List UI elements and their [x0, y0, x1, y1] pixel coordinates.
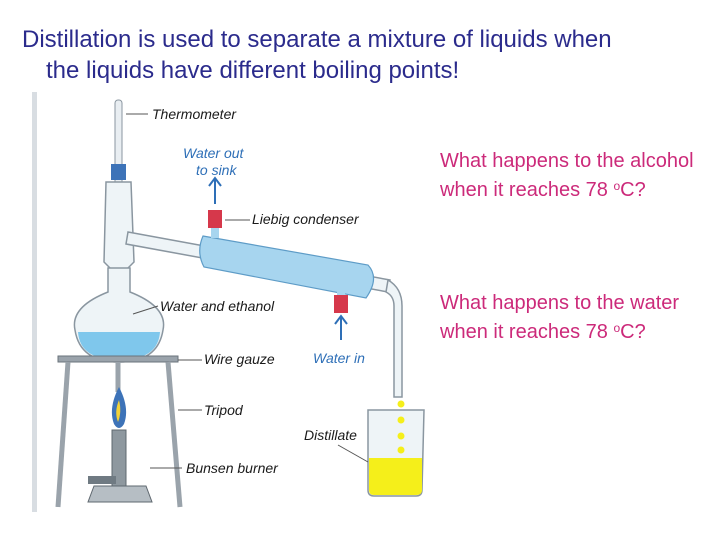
slide-title: Distillation is used to separate a mixtu…: [22, 24, 712, 86]
label-wire-gauze: Wire gauze: [204, 351, 275, 367]
degree-symbol: o: [613, 179, 621, 193]
title-line-1: Distillation is used to separate a mixtu…: [22, 26, 612, 53]
question-water: What happens to the water when it reache…: [440, 289, 710, 349]
label-bunsen-burner: Bunsen burner: [186, 460, 279, 476]
question-alcohol-text: What happens to the alcohol when it reac…: [440, 150, 694, 201]
tripod: [55, 361, 183, 508]
leader-lines: [126, 113, 369, 469]
stand-rod: [32, 92, 37, 512]
water-out-arrow: [208, 176, 222, 204]
question-water-end: C?: [620, 321, 646, 343]
question-water-text: What happens to the water when it reache…: [440, 292, 680, 343]
label-tripod: Tripod: [204, 402, 244, 418]
label-to-sink: to sink: [196, 162, 237, 178]
still-head: [103, 181, 135, 271]
bunsen-burner: [87, 387, 153, 503]
wire-gauze: [57, 355, 179, 363]
label-water-and-ethanol: Water and ethanol: [160, 298, 275, 314]
label-distillate: Distillate: [304, 427, 357, 443]
liebig-condenser: [125, 210, 391, 313]
question-alcohol-end: C?: [620, 179, 646, 201]
label-water-in: Water in: [313, 350, 365, 366]
beaker: [367, 400, 425, 497]
distillation-diagram: Thermometer Water out to sink Liebig con…: [32, 92, 425, 512]
adapter: [385, 278, 403, 398]
label-water-out: Water out: [183, 145, 245, 161]
water-in-arrow: [334, 314, 348, 340]
title-line-2: the liquids have different boiling point…: [46, 57, 460, 84]
label-condenser: Liebig condenser: [252, 211, 360, 227]
question-alcohol: What happens to the alcohol when it reac…: [440, 147, 710, 207]
round-bottom-flask: [73, 267, 165, 363]
label-thermometer: Thermometer: [152, 106, 237, 122]
degree-symbol: o: [613, 321, 621, 335]
